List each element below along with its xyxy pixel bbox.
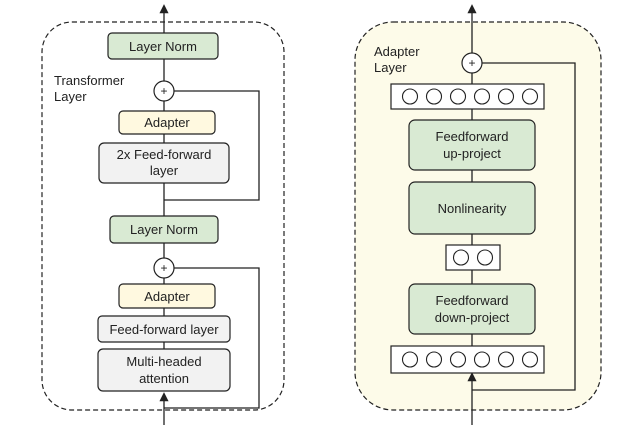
add-node-bottom-symbol: +: [160, 261, 167, 275]
output-vector-unit: [473, 88, 491, 105]
nonlinearity-box: [408, 181, 536, 235]
input-vector-unit: [473, 351, 491, 368]
layer-norm-mid-label: Layer Norm: [130, 222, 198, 237]
feed-forward-2x-label-line1: 2x Feed-forward: [117, 147, 212, 162]
output-vector-unit: [401, 88, 419, 105]
bottleneck-vector-unit: [476, 249, 494, 266]
feedforward-down-project-label-line2: down-project: [435, 310, 510, 325]
feed-forward-2x-label-line2: layer: [150, 163, 179, 178]
adapter-layer-label-line1: Adapter: [374, 44, 420, 59]
feedforward-up-project-box: [408, 119, 536, 171]
output-vector-unit: [449, 88, 467, 105]
feedforward-up-project-label-line1: Feedforward: [436, 129, 509, 144]
add-node-bottom: [153, 257, 175, 279]
bottleneck-vector: [445, 244, 501, 271]
adapter-layer-label-line2: Layer: [374, 60, 407, 75]
layer-norm-top-label: Layer Norm: [129, 39, 197, 54]
input-vector-unit: [425, 351, 443, 368]
adapter-top-label: Adapter: [144, 115, 190, 130]
input-vector: [390, 345, 545, 374]
adapter-bottom-box: [118, 283, 216, 309]
nonlinearity-label: Nonlinearity: [438, 201, 507, 216]
input-vector-unit: [497, 351, 515, 368]
residual-connection-top: [164, 90, 260, 201]
output-vector-unit: [521, 88, 539, 105]
layer-norm-mid-box: [109, 215, 219, 244]
output-vector-unit: [497, 88, 515, 105]
feedforward-up-project-label-line2: up-project: [443, 146, 501, 161]
input-vector-unit: [521, 351, 539, 368]
output-vector-unit: [425, 88, 443, 105]
bottleneck-vector-unit: [452, 249, 470, 266]
transformer-layer-label-line2: Layer: [54, 89, 87, 104]
add-node-top-symbol: +: [160, 84, 167, 98]
feed-forward-layer-box: [97, 315, 231, 343]
adapter-layer-panel: Adapter Layer + Feedforward up-project: [354, 4, 602, 425]
layer-norm-top-box: [107, 32, 219, 60]
multi-headed-attention-label-line1: Multi-headed: [126, 354, 201, 369]
adapter-bottom-label: Adapter: [144, 289, 190, 304]
transformer-layer-panel: Transformer Layer Layer Norm + Adapter 2…: [41, 4, 285, 425]
feedforward-down-project-box: [408, 283, 536, 335]
transformer-layer-label-line1: Transformer: [54, 73, 125, 88]
multi-headed-attention-box: [97, 348, 231, 392]
feedforward-down-project-label-line1: Feedforward: [436, 293, 509, 308]
multi-headed-attention-label-line2: attention: [139, 371, 189, 386]
feed-forward-layer-label: Feed-forward layer: [109, 322, 219, 337]
add-node-top: [153, 80, 175, 102]
feed-forward-2x-box: [98, 142, 230, 184]
output-vector: [390, 83, 545, 110]
input-vector-unit: [449, 351, 467, 368]
adapter-add-node: [461, 52, 483, 74]
residual-connection-bottom: [164, 267, 260, 409]
input-vector-unit: [401, 351, 419, 368]
adapter-add-node-symbol: +: [468, 56, 475, 70]
adapter-top-box: [118, 110, 216, 135]
adapter-skip-connection: [472, 62, 576, 391]
